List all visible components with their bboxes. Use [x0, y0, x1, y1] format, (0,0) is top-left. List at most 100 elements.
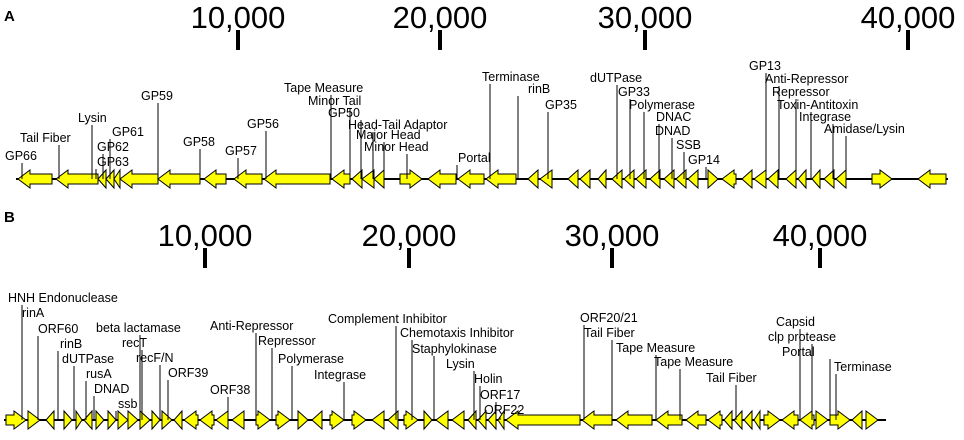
gene-arrow: [297, 409, 309, 431]
gene-label: GP14: [688, 153, 720, 167]
gene-arrow: [423, 409, 433, 431]
gene-arrow: [707, 410, 723, 430]
gene-arrow: [399, 169, 423, 189]
gene-arrow: [649, 168, 661, 190]
gene-arrow: [917, 169, 947, 189]
scale-label: 40,000: [773, 218, 868, 253]
gene-arrow: [113, 168, 121, 190]
gene-label: GP66: [5, 149, 37, 163]
gene-arrow: [567, 168, 579, 190]
gene-arrow: [467, 409, 477, 431]
gene-arrow: [829, 410, 851, 430]
gene-arrow: [741, 168, 753, 190]
gene-label: GP50: [328, 106, 360, 120]
gene-label: Polymerase: [629, 98, 695, 112]
gene-arrow: [485, 169, 517, 189]
gene-arrow: [233, 169, 263, 189]
gene-arrow: [707, 168, 719, 190]
gene-label: GP63: [97, 155, 129, 169]
gene-arrow: [851, 409, 863, 431]
gene-label: ORF60: [38, 322, 78, 336]
gene-label: Portal: [458, 151, 491, 165]
gene-arrow: [161, 409, 173, 431]
gene-arrow: [117, 409, 129, 431]
gene-label: Major Head: [356, 128, 421, 142]
gene-arrow: [331, 169, 351, 189]
gene-label: Head-Tail Adaptor: [348, 118, 447, 132]
gene-label: Minor Head: [364, 140, 429, 154]
gene-arrow: [477, 409, 487, 431]
scale-label: 40,000: [861, 0, 956, 35]
gene-arrow: [95, 409, 105, 431]
gene-arrow: [329, 410, 345, 430]
gene-arrow: [361, 169, 375, 189]
gene-label: Staphylokinase: [412, 342, 497, 356]
gene-label: GP35: [545, 98, 577, 112]
gene-label: SSB: [676, 138, 701, 152]
gene-label: Portal: [782, 345, 815, 359]
gene-arrow: [435, 410, 449, 430]
gene-arrow: [781, 410, 799, 430]
gene-arrow: [767, 168, 779, 190]
gene-label: Lysin: [446, 357, 475, 371]
gene-arrow: [351, 410, 367, 430]
gene-arrow: [263, 169, 331, 189]
gene-arrow: [457, 169, 485, 189]
gene-arrow: [119, 169, 159, 189]
gene-label: rinA: [22, 306, 45, 320]
gene-label: ORF38: [210, 383, 250, 397]
gene-label: Tape Measure: [654, 355, 733, 369]
gene-arrow: [581, 410, 613, 430]
gene-arrow: [427, 169, 457, 189]
gene-arrow: [763, 410, 781, 430]
gene-arrow: [687, 168, 699, 190]
scale-label: 20,000: [393, 0, 488, 35]
gene-label: ssb: [118, 397, 138, 411]
gene-label: clp protease: [768, 330, 836, 344]
gene-arrow: [497, 409, 505, 431]
gene-arrow: [871, 169, 893, 189]
gene-arrow: [311, 409, 323, 431]
gene-arrow: [733, 409, 743, 431]
gene-label: Tail Fiber: [706, 371, 757, 385]
panel-label-a: A: [4, 8, 15, 25]
gene-label: Minor Tail: [308, 94, 361, 108]
gene-label: ORF20/21: [580, 311, 638, 325]
gene-arrow: [785, 168, 797, 190]
gene-label: Repressor: [258, 334, 316, 348]
gene-label: Amidase/Lysin: [824, 122, 905, 136]
gene-arrow: [753, 409, 761, 431]
gene-label: rusA: [86, 367, 112, 381]
gene-arrow: [173, 409, 183, 431]
gene-arrow: [275, 410, 291, 430]
gene-label: GP56: [247, 117, 279, 131]
gene-arrow: [151, 409, 161, 431]
gene-label: DNAD: [94, 382, 129, 396]
gene-arrow: [215, 410, 229, 430]
gene-arrow: [27, 410, 41, 430]
gene-arrow: [127, 409, 139, 431]
gene-label: Holin: [474, 372, 503, 386]
gene-label: GP33: [618, 85, 650, 99]
gene-arrow: [403, 410, 419, 430]
gene-arrow: [823, 168, 835, 190]
gene-label: GP61: [112, 125, 144, 139]
gene-arrow: [373, 168, 385, 190]
gene-arrow: [107, 409, 117, 431]
gene-label: recT: [122, 336, 147, 350]
gene-label: Tail Fiber: [584, 326, 635, 340]
gene-arrow: [5, 410, 27, 430]
gene-label: Terminase: [834, 360, 892, 374]
scale-label: 30,000: [565, 218, 660, 253]
gene-arrow: [597, 168, 607, 190]
gene-arrow: [723, 409, 733, 431]
gene-arrow: [539, 169, 553, 189]
gene-arrow: [527, 168, 539, 190]
scale-label: 10,000: [158, 218, 253, 253]
gene-label: GP59: [141, 89, 173, 103]
gene-arrow: [97, 168, 107, 190]
gene-label: Integrase: [314, 368, 366, 382]
gene-label: DNAD: [655, 124, 690, 138]
